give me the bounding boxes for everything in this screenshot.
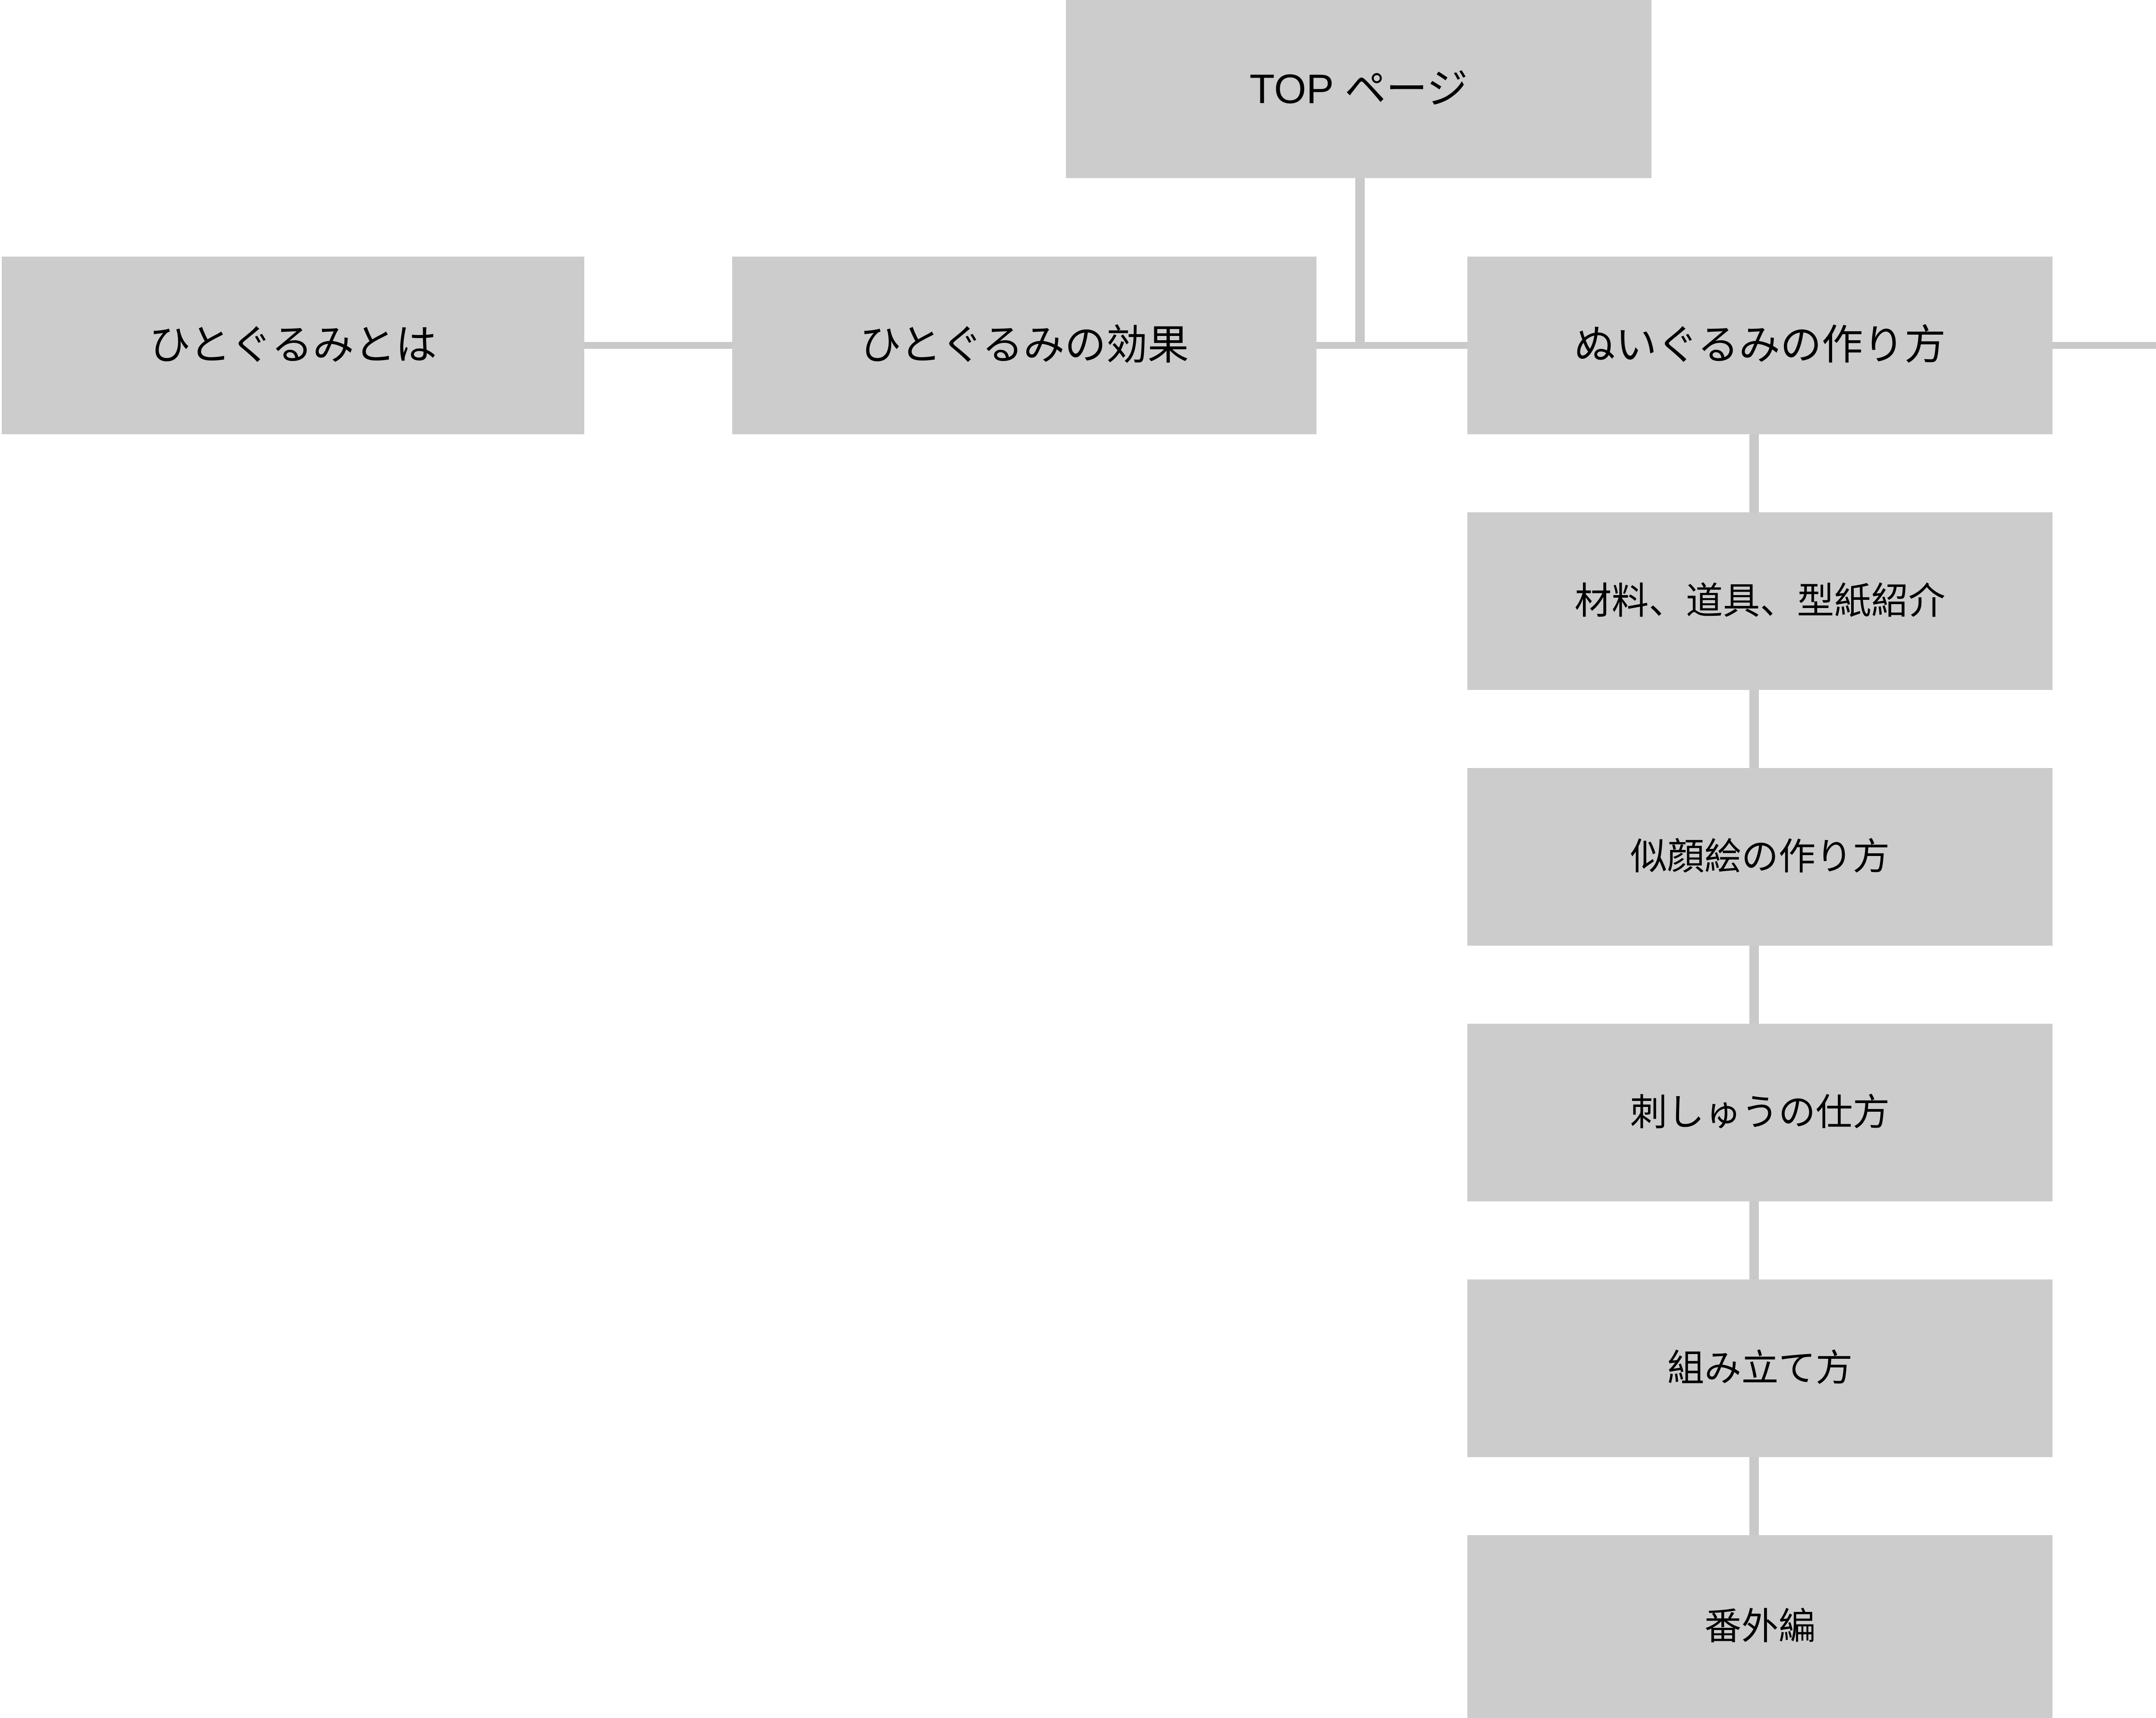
node-portrait-label: 似顔絵の作り方 <box>1630 836 1890 878</box>
node-effect[interactable]: ひとぐるみの効果 <box>732 257 1316 434</box>
node-how-to-make-label: ぬいぐるみの作り方 <box>1574 322 1946 369</box>
node-portrait[interactable]: 似顔絵の作り方 <box>1467 768 2053 946</box>
node-top-page[interactable]: TOP ページ <box>1066 0 1651 178</box>
node-top-page-label: TOP ページ <box>1249 66 1468 112</box>
connector-howtomake-to-materials <box>1749 434 1759 513</box>
connector-row2-spine-right <box>2053 342 2156 349</box>
connector-embroidery-to-assembly <box>1749 1201 1759 1280</box>
node-assembly-label: 組み立て方 <box>1667 1347 1853 1389</box>
node-extra-label: 番外編 <box>1704 1605 1816 1647</box>
connector-row2-spine-left <box>584 342 733 349</box>
connector-assembly-to-extra <box>1749 1457 1759 1536</box>
connector-materials-to-portrait <box>1749 690 1759 768</box>
node-materials-label: 材料、道具、型紙紹介 <box>1574 580 1946 622</box>
node-about[interactable]: ひとぐるみとは <box>2 257 584 434</box>
node-effect-label: ひとぐるみの効果 <box>859 322 1189 369</box>
node-about-label: ひとぐるみとは <box>149 322 437 369</box>
node-materials[interactable]: 材料、道具、型紙紹介 <box>1467 512 2053 690</box>
connector-top-vertical <box>1355 178 1365 343</box>
node-embroidery[interactable]: 刺しゅうの仕方 <box>1467 1024 2053 1201</box>
node-assembly[interactable]: 組み立て方 <box>1467 1279 2053 1457</box>
connector-row2-spine-mid <box>1316 342 1468 349</box>
node-embroidery-label: 刺しゅうの仕方 <box>1630 1091 1890 1133</box>
connector-portrait-to-embroidery <box>1749 946 1759 1024</box>
node-how-to-make[interactable]: ぬいぐるみの作り方 <box>1467 257 2053 434</box>
node-extra[interactable]: 番外編 <box>1467 1535 2053 1718</box>
